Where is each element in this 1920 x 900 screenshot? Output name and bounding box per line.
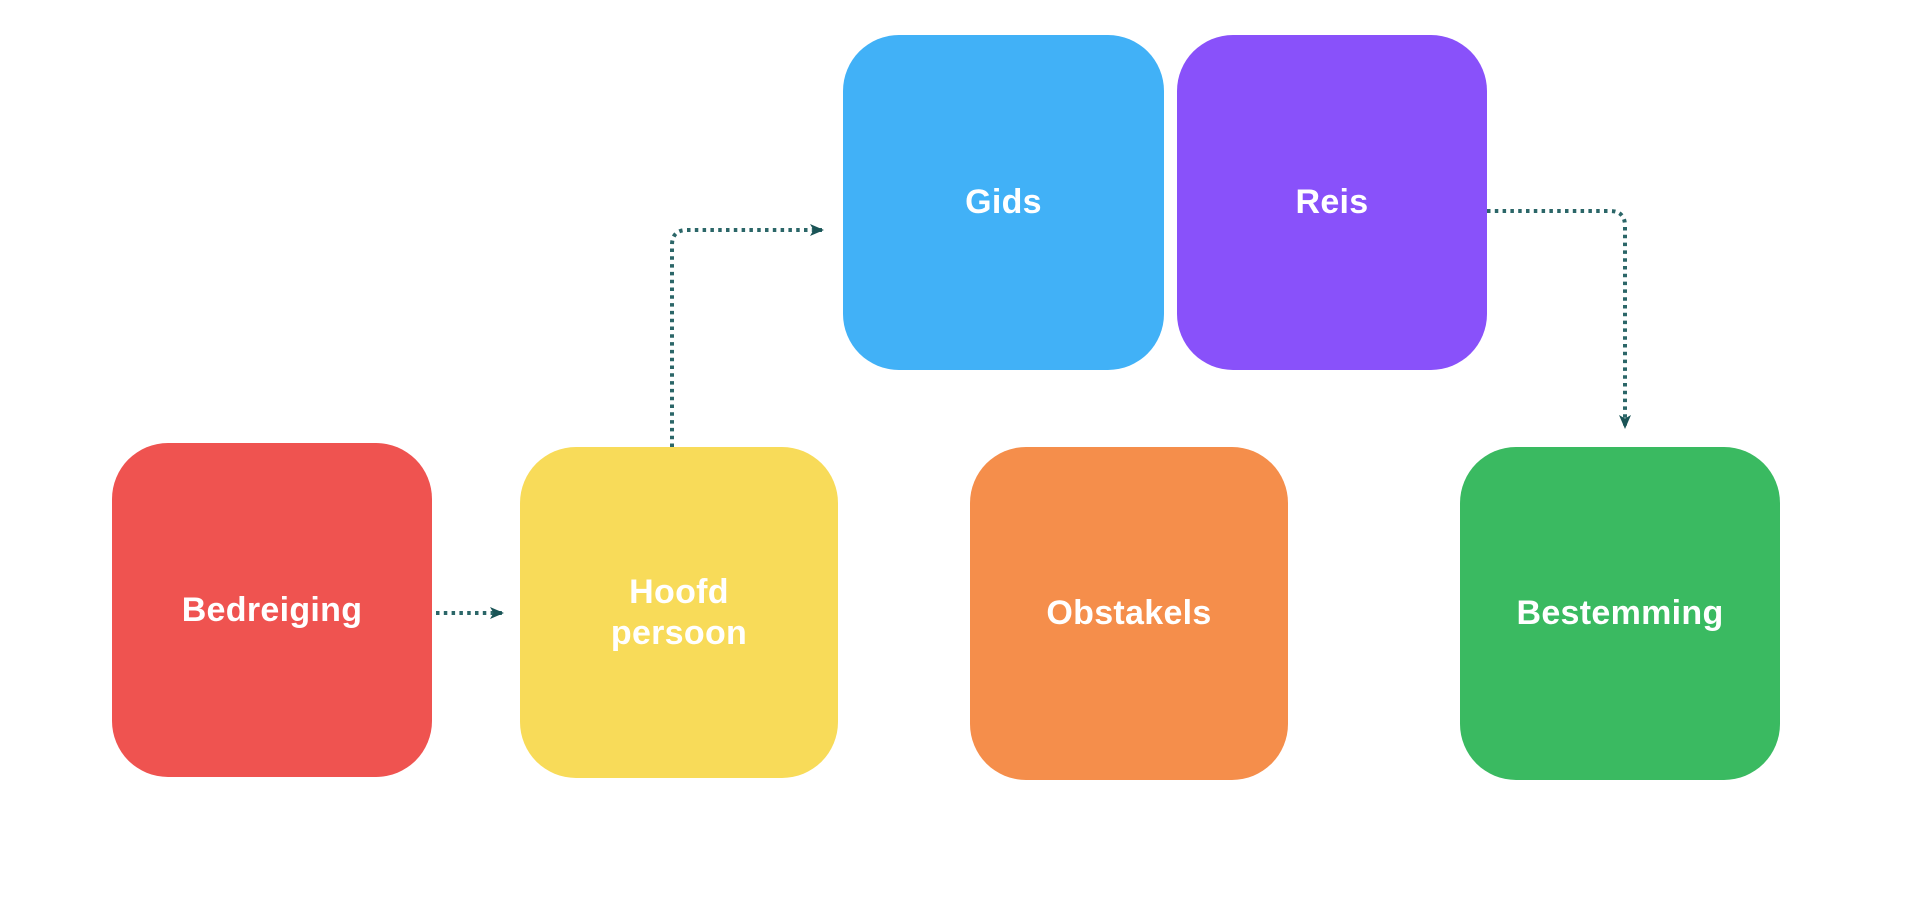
node-bestemming[interactable]: Bestemming <box>1460 447 1780 780</box>
node-obstakels[interactable]: Obstakels <box>970 447 1288 780</box>
node-label-bedreiging: Bedreiging <box>181 590 363 629</box>
node-bedreiging[interactable]: Bedreiging <box>112 443 432 777</box>
node-label-bestemming: Bestemming <box>1516 594 1724 633</box>
node-reis[interactable]: Reis <box>1177 35 1487 370</box>
node-hoofd-persoon[interactable]: Hoofd persoon <box>520 447 838 778</box>
connector-reis-to-bestemming[interactable] <box>1487 209 1631 429</box>
node-label-reis: Reis <box>1295 183 1369 222</box>
node-label-gids: Gids <box>965 183 1042 222</box>
connector-hoofd-persoon-to-gids[interactable] <box>670 224 824 447</box>
node-gids[interactable]: Gids <box>843 35 1164 370</box>
node-label-hoofd-persoon: Hoofd persoon <box>610 573 748 652</box>
node-label-obstakels: Obstakels <box>1046 594 1212 633</box>
